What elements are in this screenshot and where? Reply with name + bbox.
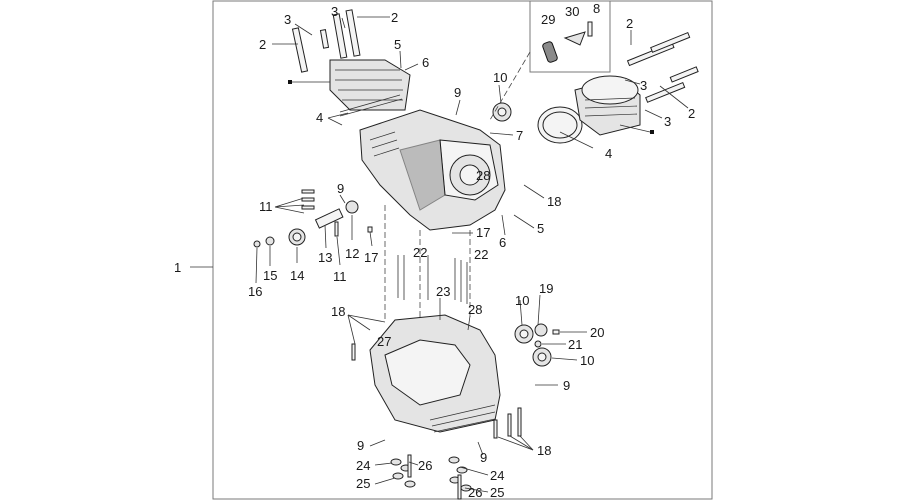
callout-23: 23 <box>436 284 450 299</box>
callout-2: 2 <box>259 37 266 52</box>
stud-set-right <box>626 32 699 103</box>
assembly-lines <box>384 51 531 320</box>
callout-30: 30 <box>565 4 579 19</box>
callout-13: 13 <box>318 250 332 265</box>
gasket-lines-left <box>339 94 403 117</box>
cylinder-right <box>537 75 654 144</box>
callout-9: 9 <box>357 438 364 453</box>
callout-17: 17 <box>476 225 490 240</box>
callout-15: 15 <box>263 268 277 283</box>
callout-3: 3 <box>640 78 647 93</box>
callout-3: 3 <box>664 114 671 129</box>
bearing-10-lower <box>514 323 560 367</box>
callout-22: 22 <box>413 245 427 260</box>
callout-19: 19 <box>539 281 553 296</box>
callout-10: 10 <box>515 293 529 308</box>
callout-25: 25 <box>356 476 370 491</box>
callout-16: 16 <box>248 284 262 299</box>
upper-crankcase <box>359 109 506 231</box>
bolts-18-bottom <box>351 343 522 439</box>
callout-28: 28 <box>476 168 490 183</box>
callout-6: 6 <box>499 235 506 250</box>
bearing-10-top <box>492 102 512 122</box>
callout-2: 2 <box>626 16 633 31</box>
long-studs-22 <box>397 255 468 304</box>
callout-12: 12 <box>345 246 359 261</box>
callout-4: 4 <box>316 110 323 125</box>
shaft-13 <box>314 200 359 229</box>
seal-14 <box>288 228 306 246</box>
callout-24: 24 <box>356 458 370 473</box>
callout-20: 20 <box>590 325 604 340</box>
washers-nuts-bottom <box>390 454 472 500</box>
callout-27: 27 <box>377 334 391 349</box>
callout-18: 18 <box>547 194 561 209</box>
callout-10: 10 <box>493 70 507 85</box>
callout-11: 11 <box>259 199 273 214</box>
callout-3: 3 <box>284 12 291 27</box>
callout-26: 26 <box>468 485 482 500</box>
callout-24: 24 <box>490 468 504 483</box>
inset-parts <box>542 21 593 63</box>
callout-9: 9 <box>454 85 461 100</box>
callout-25: 25 <box>490 485 504 500</box>
callout-9: 9 <box>337 181 344 196</box>
callout-10: 10 <box>580 353 594 368</box>
callout-14: 14 <box>290 268 304 283</box>
callout-26: 26 <box>418 458 432 473</box>
callout-18: 18 <box>537 443 551 458</box>
leader-lines <box>255 16 689 493</box>
callout-21: 21 <box>568 337 582 352</box>
callout-9: 9 <box>563 378 570 393</box>
callout-18: 18 <box>331 304 345 319</box>
callout-2: 2 <box>688 106 695 121</box>
callout-29: 29 <box>541 12 555 27</box>
callout-6: 6 <box>422 55 429 70</box>
inset-box <box>529 1 611 73</box>
callout-2: 2 <box>391 10 398 25</box>
callout-9: 9 <box>480 450 487 465</box>
callout-22: 22 <box>474 247 488 262</box>
callout-11: 11 <box>333 269 347 284</box>
callout-1: 1 <box>174 260 181 275</box>
callout-labels: 1 2 2 2 2 3 3 3 3 4 4 5 5 6 6 7 8 9 9 9 … <box>174 1 695 500</box>
diagram-frame <box>212 0 713 500</box>
lower-crankcase <box>369 314 501 433</box>
callout-5: 5 <box>394 37 401 52</box>
callout-5: 5 <box>537 221 544 236</box>
callout-4: 4 <box>605 146 612 161</box>
callout-28: 28 <box>468 302 482 317</box>
stud-set-left <box>291 9 361 73</box>
callout-7: 7 <box>516 128 523 143</box>
callout-17: 17 <box>364 250 378 265</box>
callout-8: 8 <box>593 1 600 16</box>
callout-3: 3 <box>331 4 338 19</box>
